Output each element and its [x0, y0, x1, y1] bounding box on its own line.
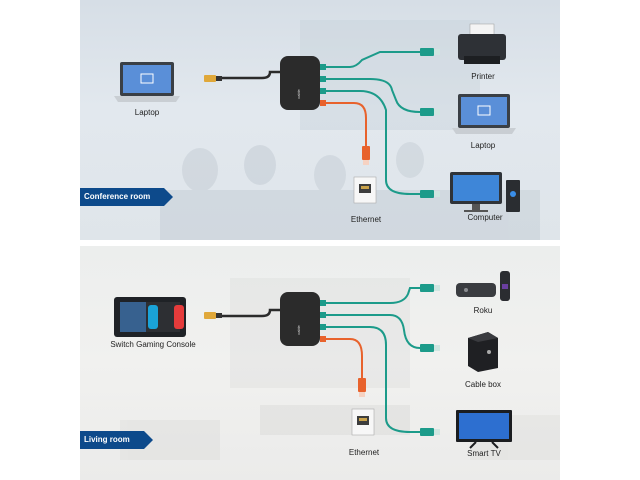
rj45-plug-icon: [362, 146, 370, 165]
svg-text:cable: cable: [296, 324, 301, 334]
switch-console-label: Switch Gaming Console: [110, 340, 196, 349]
laptop2-label: Laptop: [470, 141, 496, 150]
hub-icon: cable: [280, 292, 320, 346]
usb-plug-icon: [204, 312, 222, 319]
laptop-icon: [114, 62, 180, 102]
ethernet-label: Ethernet: [350, 215, 382, 224]
svg-text:cable: cable: [296, 88, 301, 98]
switch-console-icon: [114, 297, 186, 337]
usb-plug-icon: [204, 75, 222, 82]
ethernet-jack-icon: [351, 408, 375, 436]
rj45-plug-icon: [420, 428, 440, 436]
living-background-scene: [120, 278, 560, 460]
computer-label: Computer: [467, 213, 503, 222]
printer-label: Printer: [471, 72, 495, 81]
desktop-tower-icon: [506, 180, 520, 212]
cable-box-icon: [468, 332, 498, 372]
laptop-icon: [452, 94, 516, 134]
smart-tv-label: Smart TV: [467, 449, 501, 458]
living-room-badge: Living room: [80, 431, 153, 449]
ethernet-jack-icon: [353, 176, 377, 204]
conference-room-badge: Conference room: [80, 188, 174, 206]
rj45-plug-icon: [420, 48, 440, 56]
laptop-label: Laptop: [134, 108, 160, 117]
section-divider: [80, 240, 560, 246]
hub-icon: cable: [280, 56, 320, 110]
printer-icon: [458, 23, 506, 64]
roku-label: Roku: [473, 306, 493, 315]
rj45-plug-icon: [420, 108, 440, 116]
ethernet-label-living: Ethernet: [348, 448, 380, 457]
rj45-plug-icon: [420, 190, 440, 198]
roku-icon: [456, 283, 496, 297]
cable-box-label: Cable box: [464, 380, 502, 389]
rj45-plug-icon: [420, 344, 440, 352]
remote-icon: [500, 271, 510, 301]
tv-icon: [456, 410, 512, 449]
monitor-icon: [450, 172, 502, 212]
rj45-plug-icon: [358, 378, 366, 397]
rj45-plug-icon: [420, 284, 440, 292]
